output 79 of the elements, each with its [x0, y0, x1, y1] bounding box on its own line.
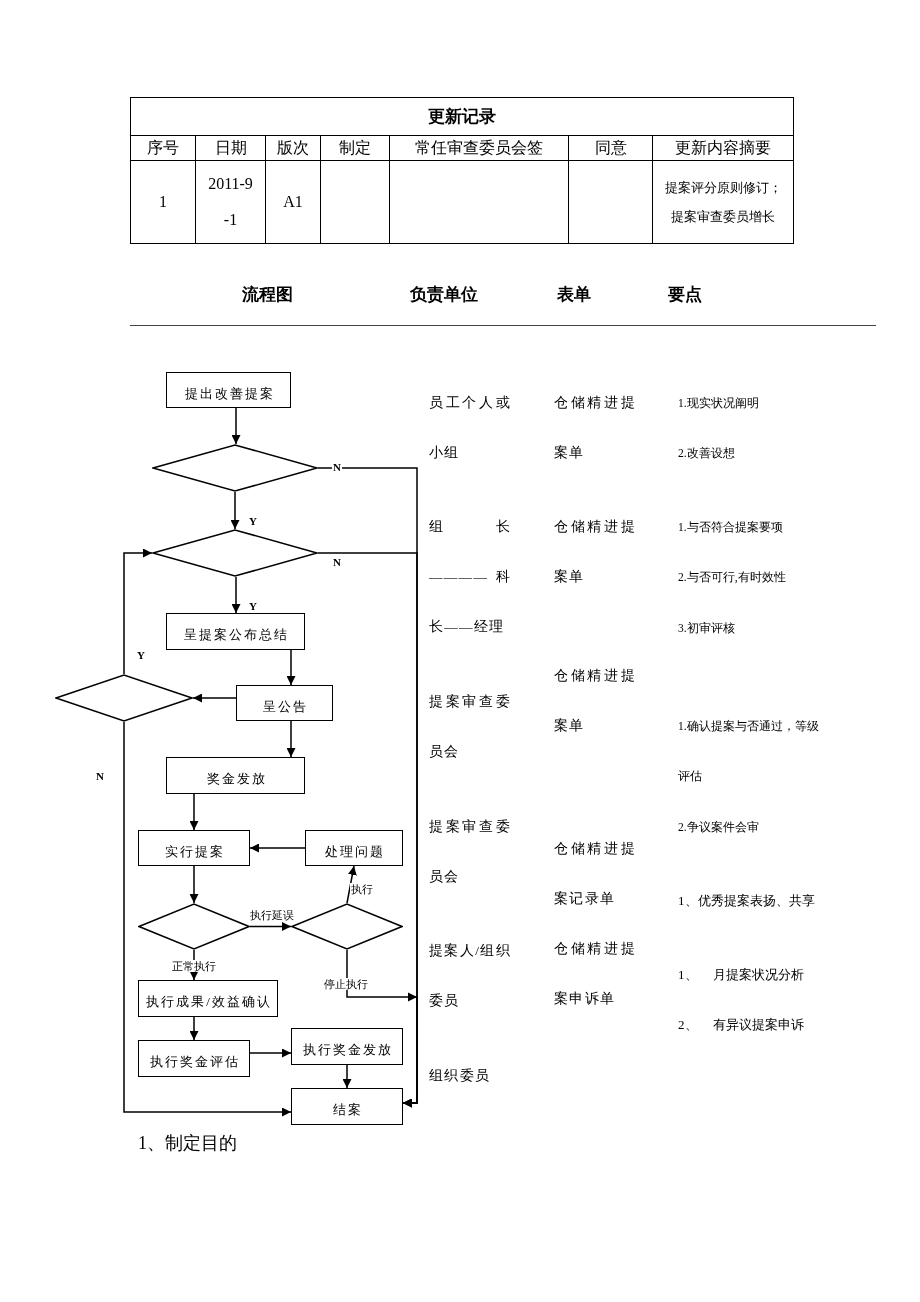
- edge-label: 正常执行: [171, 960, 217, 972]
- key-point: 1、 月提案状况分析: [678, 966, 804, 984]
- process-box: 呈提案公布总结: [166, 613, 305, 650]
- table-cell: 提案评分原则修订；提案审查委员增长: [652, 160, 794, 244]
- table-header-cell: 日期: [195, 135, 266, 161]
- unit-name: 提案审查委员会: [429, 818, 511, 886]
- edge-label: Y: [248, 515, 258, 527]
- arrow: [123, 548, 153, 675]
- process-box: 实行提案: [138, 830, 250, 866]
- table-header-cell: 制定: [320, 135, 390, 161]
- form-name: 仓储精进提案记录单: [554, 840, 636, 908]
- arrow: [189, 793, 199, 831]
- edge-label: Y: [136, 649, 146, 661]
- arrow: [231, 407, 241, 445]
- column-heading: 要点: [668, 284, 702, 306]
- form-name: 仓储精进提案单: [554, 667, 636, 735]
- edge-label: Y: [248, 600, 258, 612]
- arrow: [231, 576, 241, 614]
- key-point: 1、优秀提案表扬、共享: [678, 892, 815, 910]
- form-name: 仓储精进提案申诉单: [554, 940, 636, 1008]
- decision-diamond: [138, 903, 250, 950]
- form-name: 仓储精进提案单: [554, 394, 636, 462]
- key-point: 2.改善设想: [678, 446, 735, 461]
- arrow: [346, 949, 418, 1108]
- table-header-cell: 版次: [265, 135, 321, 161]
- table-cell: A1: [265, 160, 321, 244]
- key-point: 2.争议案件会审: [678, 820, 759, 835]
- unit-name: 组长————科长——经理: [429, 518, 511, 636]
- edge-label: 执行: [350, 883, 374, 895]
- decision-diamond: [152, 529, 318, 577]
- unit-name: 员工个人或小组: [429, 394, 511, 462]
- column-heading: 表单: [557, 284, 591, 306]
- column-heading: 负责单位: [410, 284, 478, 306]
- key-point: 1.与否符合提案要项: [678, 520, 783, 535]
- process-box: 执行奖金发放: [291, 1028, 403, 1065]
- decision-diamond: [152, 444, 318, 492]
- process-box: 提出改善提案: [166, 372, 291, 408]
- process-box: 处理问题: [305, 830, 403, 866]
- arrow: [286, 649, 296, 686]
- key-point: 1.现实状况阐明: [678, 396, 759, 411]
- key-point: 2、 有异议提案申诉: [678, 1016, 804, 1034]
- arrow: [346, 865, 357, 904]
- edge-label: N: [332, 461, 342, 473]
- process-box: 执行成果/效益确认: [138, 980, 278, 1017]
- unit-name: 提案人/组织委员: [429, 942, 511, 1010]
- arrow: [192, 693, 237, 703]
- table-header-cell: 常任审查委员会签: [389, 135, 569, 161]
- unit-name: 组织委员: [429, 1067, 492, 1085]
- table-header-cell: 更新内容摘要: [652, 135, 794, 161]
- arrow: [249, 1048, 292, 1058]
- arrow: [189, 865, 199, 904]
- table-header-cell: 同意: [568, 135, 653, 161]
- process-box: 执行奖金评估: [138, 1040, 250, 1077]
- unit-name: 提案审查委员会: [429, 693, 511, 761]
- process-box: 奖金发放: [166, 757, 305, 794]
- column-heading: 流程图: [242, 284, 293, 306]
- decision-diamond: [55, 674, 193, 722]
- arrow: [123, 721, 292, 1117]
- arrow: [249, 843, 306, 853]
- edge-label: 停止执行: [323, 978, 369, 990]
- arrow: [230, 491, 240, 530]
- key-point: 3.初审评核: [678, 621, 735, 636]
- table-title: 更新记录: [130, 97, 794, 136]
- arrow: [189, 1016, 199, 1041]
- arrow: [342, 1064, 352, 1089]
- table-header-cell: 序号: [130, 135, 196, 161]
- edge-label: N: [95, 770, 105, 782]
- key-point: 1.确认提案与否通过，等级评估: [678, 719, 820, 784]
- edge-label: 执行延误: [249, 909, 295, 921]
- edge-label: N: [332, 556, 342, 568]
- table-cell: 1: [130, 160, 196, 244]
- section-heading: 1、制定目的: [138, 1132, 237, 1155]
- arrow: [286, 720, 296, 758]
- process-box: 结案: [291, 1088, 403, 1125]
- process-box: 呈公告: [236, 685, 333, 721]
- form-name: 仓储精进提案单: [554, 518, 636, 586]
- table-cell: 2011-9-1: [195, 160, 266, 244]
- key-point: 2.与否可行,有时效性: [678, 570, 786, 585]
- arrow: [249, 922, 292, 931]
